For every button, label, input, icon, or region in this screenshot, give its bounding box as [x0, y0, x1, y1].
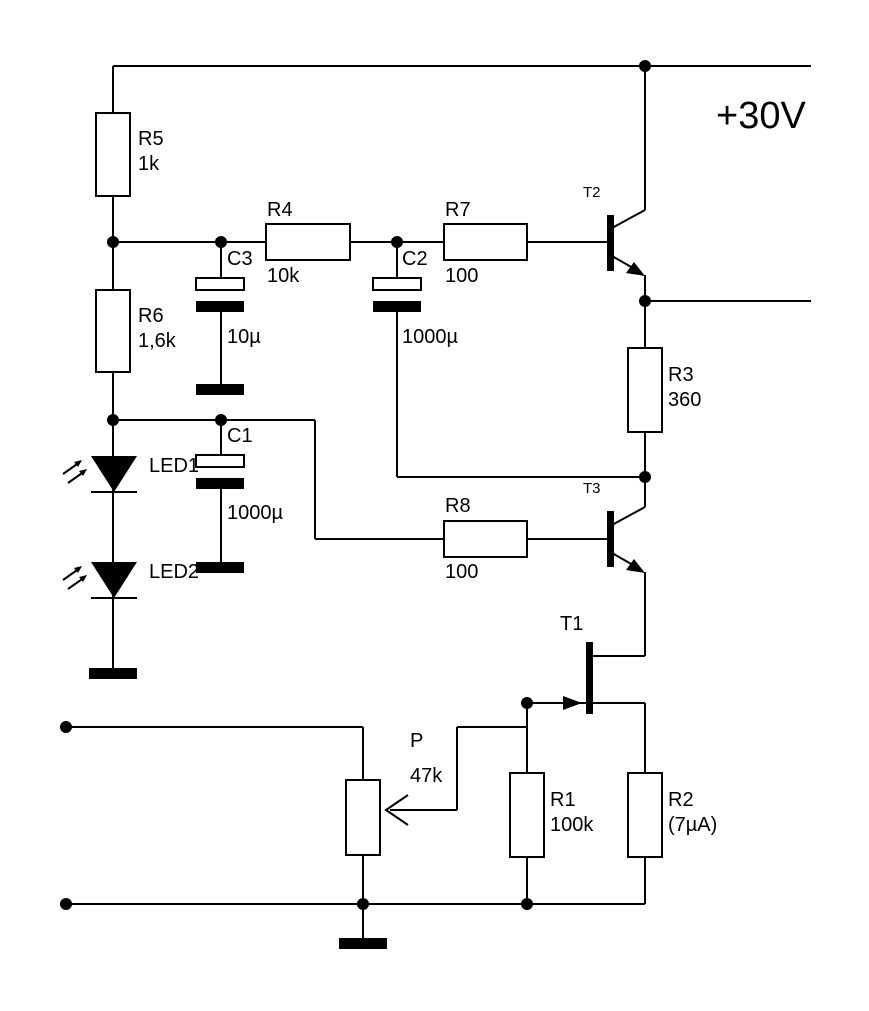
capacitor-c1 — [195, 454, 245, 489]
resistor-r6 — [95, 289, 131, 373]
label-r5-value: 1k — [138, 153, 160, 175]
label-r6-name: R6 — [138, 305, 164, 327]
label-c2-name: C2 — [402, 248, 428, 270]
resistor-r1 — [509, 772, 545, 858]
label-r1-name: R1 — [550, 789, 576, 811]
input-terminal-bottom — [60, 898, 72, 910]
label-c1-value: 1000µ — [227, 502, 283, 524]
label-r7-value: 100 — [445, 265, 478, 287]
wires — [66, 65, 811, 940]
resistor-r4 — [265, 223, 351, 261]
label-led2: LED2 — [149, 561, 199, 583]
led-2 — [62, 562, 137, 599]
label-r3-name: R3 — [668, 364, 694, 386]
transistor-t3 — [607, 506, 646, 573]
ground-led — [89, 668, 137, 679]
input-terminal-top — [60, 721, 72, 733]
label-p-name: P — [410, 730, 423, 752]
resistor-r5 — [95, 112, 131, 197]
resistor-r8 — [443, 520, 528, 558]
transistor-t1 — [527, 642, 593, 714]
resistor-r2 — [627, 772, 663, 858]
supply-label: +30V — [716, 95, 806, 137]
label-r3-value: 360 — [668, 389, 701, 411]
label-r5-name: R5 — [138, 128, 164, 150]
label-t2: T2 — [583, 184, 601, 201]
label-c3-value: 10µ — [227, 326, 261, 348]
label-r4-name: R4 — [267, 199, 293, 221]
label-c3-name: C3 — [227, 248, 253, 270]
potentiometer-p — [345, 779, 409, 856]
label-r7-name: R7 — [445, 199, 471, 221]
label-r1-value: 100k — [550, 814, 594, 836]
label-r4-value: 10k — [267, 265, 300, 287]
ground-c3 — [196, 384, 244, 395]
label-r2-name: R2 — [668, 789, 694, 811]
resistor-r3 — [627, 347, 663, 433]
capacitor-c3 — [195, 277, 245, 312]
transistor-t2 — [607, 209, 646, 276]
label-p-value: 47k — [410, 765, 443, 787]
label-r2-value: (7µA) — [668, 814, 717, 836]
label-led1: LED1 — [149, 455, 199, 477]
label-r8-value: 100 — [445, 561, 478, 583]
capacitor-c2 — [372, 277, 422, 312]
ground-main — [339, 938, 387, 949]
ground-c1 — [196, 562, 244, 573]
led-1 — [62, 456, 137, 493]
label-t3: T3 — [583, 480, 601, 497]
label-t1: T1 — [560, 613, 583, 635]
resistor-r7 — [443, 223, 528, 261]
label-r8-name: R8 — [445, 495, 471, 517]
label-c1-name: C1 — [227, 425, 253, 447]
junctions — [107, 60, 651, 910]
label-c2-value: 1000µ — [402, 326, 458, 348]
label-r6-value: 1,6k — [138, 330, 177, 352]
